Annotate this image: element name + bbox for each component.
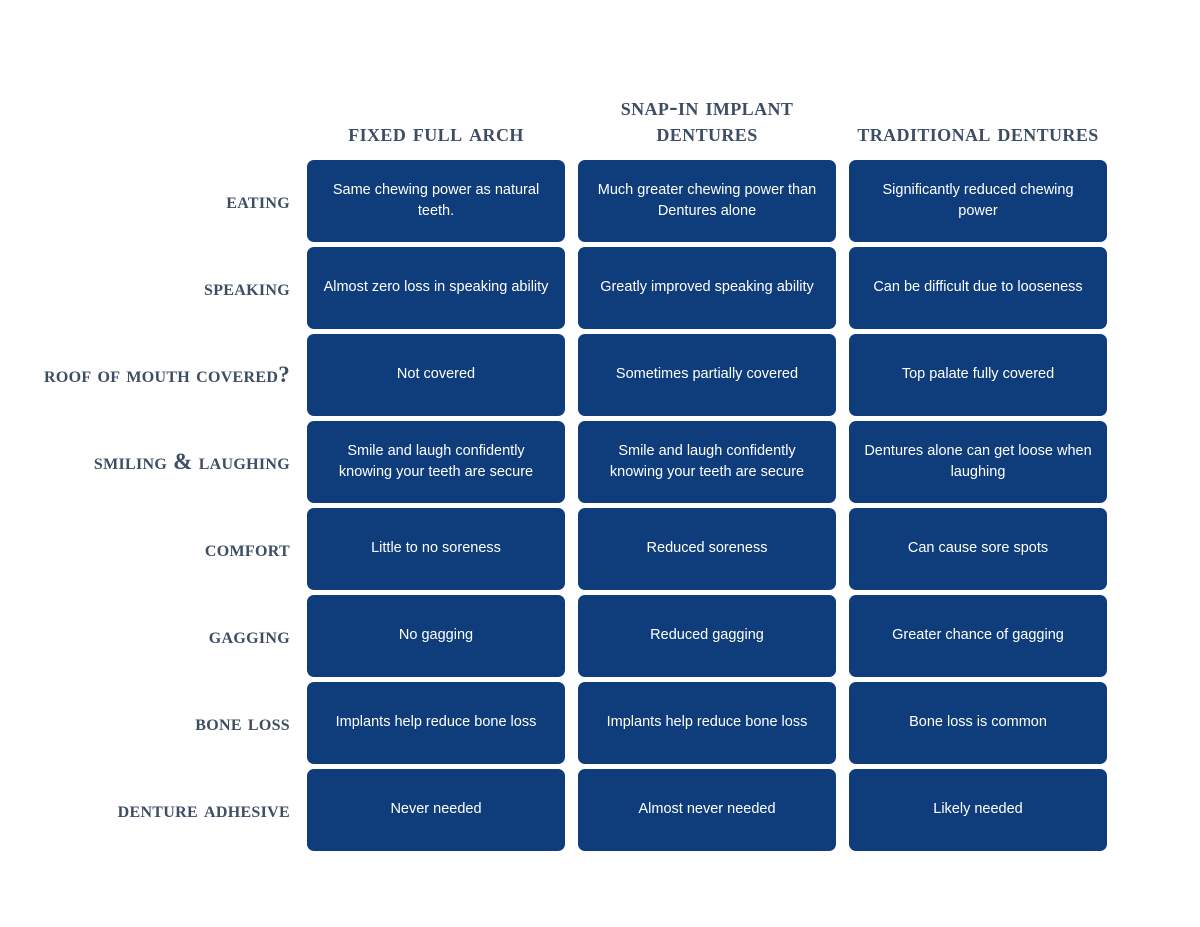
- cell-comfort-traditional-dentures: Can cause sore spots: [849, 508, 1107, 590]
- row-label-text: Eating: [226, 188, 290, 214]
- row-label-text: Speaking: [204, 275, 290, 301]
- cell-smiling-and-laughing-traditional-dentures: Dentures alone can get loose when laughi…: [849, 421, 1107, 503]
- cell-gagging-traditional-dentures: Greater chance of gagging: [849, 595, 1107, 677]
- column-header-traditional-dentures: Traditional Dentures: [857, 120, 1099, 147]
- row-label-gagging: Gagging: [0, 595, 290, 677]
- cell-denture-adhesive-traditional-dentures: Likely needed: [849, 769, 1107, 851]
- cell-gagging-snap-in-implant-dentures: Reduced gagging: [578, 595, 836, 677]
- cell-smiling-and-laughing-fixed-full-arch: Smile and laugh confidently knowing your…: [307, 421, 565, 503]
- row-label-smiling-and-laughing: Smiling & Laughing: [0, 421, 290, 503]
- row-label-text: Bone Loss: [195, 710, 290, 736]
- cell-comfort-fixed-full-arch: Little to no soreness: [307, 508, 565, 590]
- row-label-text: Comfort: [204, 536, 290, 562]
- cell-smiling-and-laughing-snap-in-implant-dentures: Smile and laugh confidently knowing your…: [578, 421, 836, 503]
- row-label-roof-of-mouth-covered: Roof of Mouth Covered?: [0, 334, 290, 416]
- cell-speaking-traditional-dentures: Can be difficult due to looseness: [849, 247, 1107, 329]
- comparison-grid: Same chewing power as natural teeth. Muc…: [307, 160, 1108, 851]
- cell-speaking-fixed-full-arch: Almost zero loss in speaking ability: [307, 247, 565, 329]
- cell-eating-fixed-full-arch: Same chewing power as natural teeth.: [307, 160, 565, 242]
- cell-denture-adhesive-snap-in-implant-dentures: Almost never needed: [578, 769, 836, 851]
- cell-comfort-snap-in-implant-dentures: Reduced soreness: [578, 508, 836, 590]
- column-header-row: Fixed Full Arch Snap-In Implant Dentures…: [307, 56, 1108, 154]
- cell-eating-traditional-dentures: Significantly reduced chewing power: [849, 160, 1107, 242]
- cell-roof-of-mouth-covered-snap-in-implant-dentures: Sometimes partially covered: [578, 334, 836, 416]
- cell-denture-adhesive-fixed-full-arch: Never needed: [307, 769, 565, 851]
- cell-roof-of-mouth-covered-traditional-dentures: Top palate fully covered: [849, 334, 1107, 416]
- row-label-column: Eating Speaking Roof of Mouth Covered? S…: [0, 160, 290, 851]
- row-label-denture-adhesive: Denture Adhesive: [0, 769, 290, 851]
- cell-gagging-fixed-full-arch: No gagging: [307, 595, 565, 677]
- row-label-text: Roof of Mouth Covered?: [43, 362, 290, 388]
- cell-bone-loss-traditional-dentures: Bone loss is common: [849, 682, 1107, 764]
- cell-roof-of-mouth-covered-fixed-full-arch: Not covered: [307, 334, 565, 416]
- column-header-snap-in-implant-dentures: Snap-In Implant Dentures: [620, 94, 794, 147]
- row-label-text: Gagging: [208, 623, 290, 649]
- column-header-fixed-full-arch: Fixed Full Arch: [348, 120, 524, 147]
- row-label-eating: Eating: [0, 160, 290, 242]
- cell-speaking-snap-in-implant-dentures: Greatly improved speaking ability: [578, 247, 836, 329]
- row-label-bone-loss: Bone Loss: [0, 682, 290, 764]
- row-label-text: Denture Adhesive: [117, 797, 290, 823]
- cell-bone-loss-fixed-full-arch: Implants help reduce bone loss: [307, 682, 565, 764]
- row-label-text: Smiling & Laughing: [93, 449, 290, 475]
- row-label-comfort: Comfort: [0, 508, 290, 590]
- row-label-speaking: Speaking: [0, 247, 290, 329]
- cell-eating-snap-in-implant-dentures: Much greater chewing power than Dentures…: [578, 160, 836, 242]
- cell-bone-loss-snap-in-implant-dentures: Implants help reduce bone loss: [578, 682, 836, 764]
